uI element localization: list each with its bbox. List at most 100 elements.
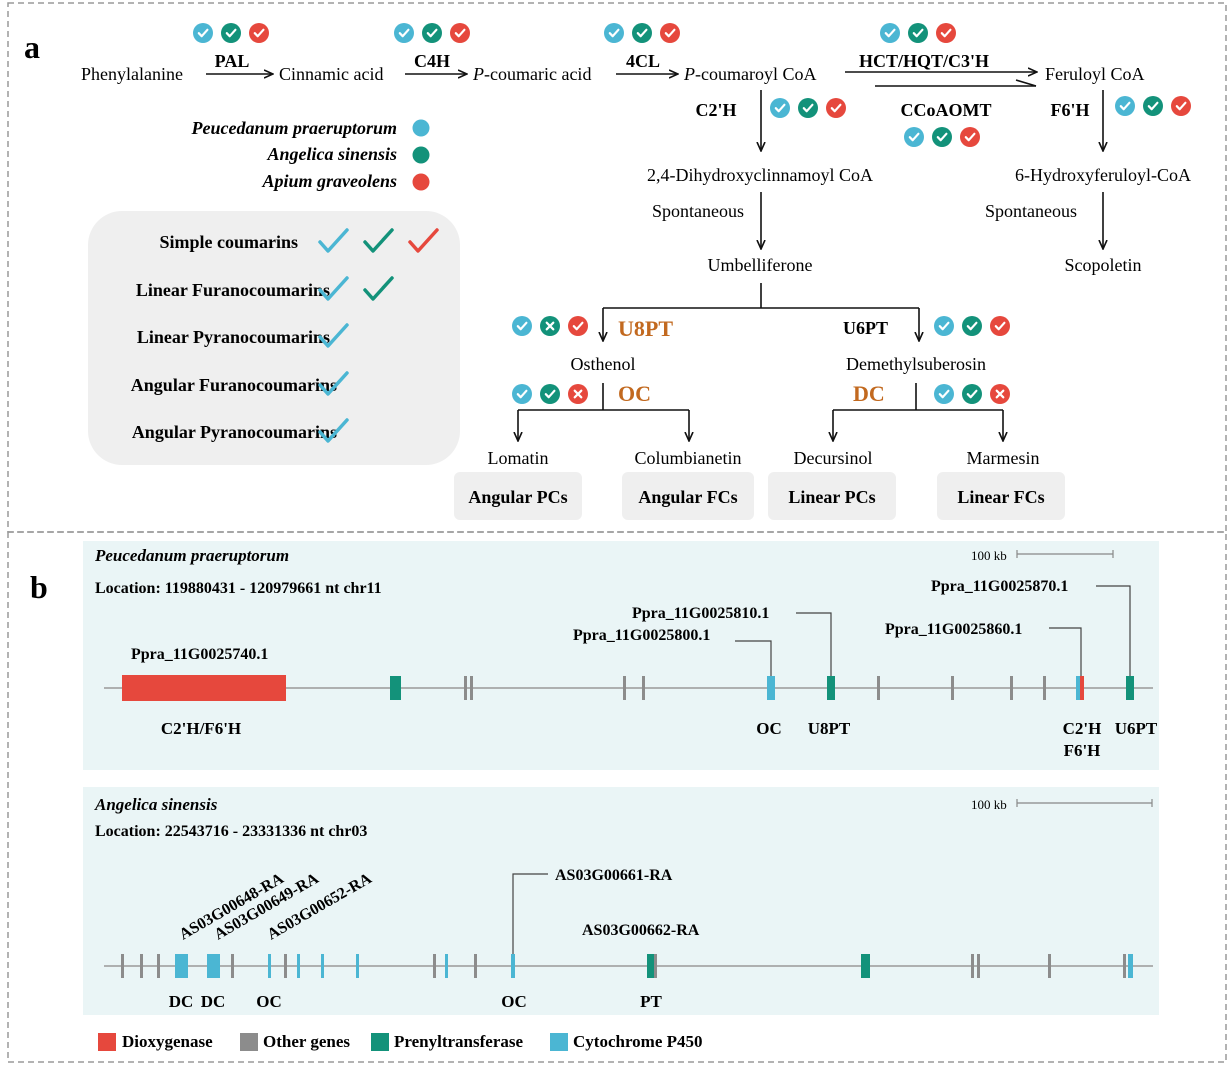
badge-circle	[990, 316, 1010, 336]
legend-swatch	[371, 1033, 389, 1051]
badge-circle	[934, 384, 954, 404]
badge-circle	[540, 384, 560, 404]
gene-block	[1128, 954, 1133, 978]
badge-circle	[880, 23, 900, 43]
coumarin-type-label: Linear Pyranocoumarins	[137, 327, 330, 347]
check-icon	[363, 276, 394, 301]
gene-block	[647, 954, 654, 978]
species-legend-dot	[412, 119, 430, 137]
enzyme-c2h: C2'H	[695, 100, 736, 120]
track1-function-label: F6'H	[1064, 741, 1101, 760]
enzyme-hct: HCT/HQT/C3'H	[859, 51, 989, 71]
badge-circle	[450, 23, 470, 43]
track2-leader	[512, 873, 548, 954]
track2-scale-bar	[1016, 799, 1153, 807]
gene-block	[642, 676, 645, 700]
track1-leader	[1096, 585, 1131, 676]
badge-circle	[960, 127, 980, 147]
gene-block	[971, 954, 974, 978]
legend-label: Cytochrome P450	[573, 1032, 703, 1051]
compound-umbelliferone: Umbelliferone	[708, 255, 813, 275]
badge-group-u6pt	[934, 316, 1010, 336]
gene-block	[1126, 676, 1134, 700]
enzyme-oc: OC	[618, 381, 651, 406]
gene-block	[1076, 676, 1080, 700]
product-class-box	[768, 472, 896, 520]
track1-gene-label: Ppra_11G0025860.1	[885, 621, 1022, 638]
track2-function-label: OC	[256, 992, 282, 1011]
gene-block	[121, 954, 124, 978]
check-icon	[318, 418, 349, 443]
track2-scale-label: 100 kb	[971, 797, 1007, 812]
compound-marmesin: Marmesin	[967, 448, 1040, 468]
gene-block	[1048, 954, 1051, 978]
track2-species: Angelica sinensis	[94, 795, 218, 814]
badge-group-dc	[934, 384, 1010, 404]
enzyme-badges	[193, 23, 1191, 404]
compound-hydroxyferuloyl: 6-Hydroxyferuloyl-CoA	[1015, 165, 1191, 185]
gene-block	[1010, 676, 1013, 700]
badge-group-f6h	[1115, 96, 1191, 116]
track1-scale-bar	[1016, 550, 1114, 558]
legend-label: Prenyltransferase	[394, 1032, 523, 1051]
gene-block	[231, 954, 234, 978]
badge-group-pal	[193, 23, 269, 43]
species-legend-dot	[412, 173, 430, 191]
badge-group-c2h	[770, 98, 846, 118]
gene-block	[623, 676, 626, 700]
legend-label: Dioxygenase	[122, 1032, 213, 1051]
badge-group-hct	[880, 23, 956, 43]
badge-circle	[632, 23, 652, 43]
panel-a-label: a	[24, 29, 40, 65]
compound-cinnamic-acid: Cinnamic acid	[279, 64, 383, 84]
track2-function-label: DC	[169, 992, 194, 1011]
enzyme-c4h: C4H	[414, 51, 450, 71]
badge-circle	[962, 384, 982, 404]
badge-group-c4h	[394, 23, 470, 43]
track1-leader	[1049, 627, 1082, 676]
badge-circle	[512, 316, 532, 336]
track1-leader	[735, 640, 772, 676]
badge-circle	[934, 316, 954, 336]
gene-block	[1043, 676, 1046, 700]
badge-circle	[249, 23, 269, 43]
gene-block	[654, 954, 657, 978]
gene-block	[122, 675, 286, 701]
gene-block	[827, 676, 835, 700]
track1-gene-label: Ppra_11G0025740.1	[131, 646, 268, 663]
badge-circle	[512, 384, 532, 404]
track2-gene-label: AS03G00661-RA	[555, 867, 673, 884]
badge-circle	[394, 23, 414, 43]
gene-block	[207, 954, 220, 978]
track1-function-label: OC	[756, 719, 782, 738]
gene-block	[470, 676, 473, 700]
legend-swatch	[98, 1033, 116, 1051]
compound-decursinol: Decursinol	[794, 448, 873, 468]
spontaneous-label: Spontaneous	[985, 201, 1077, 221]
track1-gene-label: Ppra_11G0025810.1	[632, 605, 769, 622]
gene-block	[433, 954, 436, 978]
badge-circle	[962, 316, 982, 336]
track1-location: Location: 119880431 - 120979661 nt chr11	[95, 580, 382, 597]
coumarin-type-label: Angular Pyranocoumarins	[132, 422, 337, 442]
badge-circle	[932, 127, 952, 147]
compound-scopoletin: Scopoletin	[1065, 255, 1142, 275]
compound-osthenol: Osthenol	[571, 354, 636, 374]
badge-circle	[422, 23, 442, 43]
badge-circle	[908, 23, 928, 43]
badge-circle	[604, 23, 624, 43]
branch-dc	[833, 383, 1003, 411]
branch-oc	[518, 383, 689, 411]
species-legend-dot	[412, 146, 430, 164]
check-icon	[408, 228, 439, 253]
track1-gene-label: Ppra_11G0025800.1	[573, 627, 710, 644]
track2-function-label: OC	[501, 992, 527, 1011]
badge-circle	[221, 23, 241, 43]
species-legend: Peucedanum praeruptorum Angelica sinensi…	[190, 118, 430, 191]
species-legend-label: Angelica sinensis	[266, 144, 397, 164]
enzyme-ccoaomt: CCoAOMT	[901, 100, 992, 120]
product-class-box	[937, 472, 1065, 520]
gene-type-legend: Dioxygenase Other genes Prenyltransferas…	[98, 1032, 703, 1051]
gene-block	[321, 954, 324, 978]
